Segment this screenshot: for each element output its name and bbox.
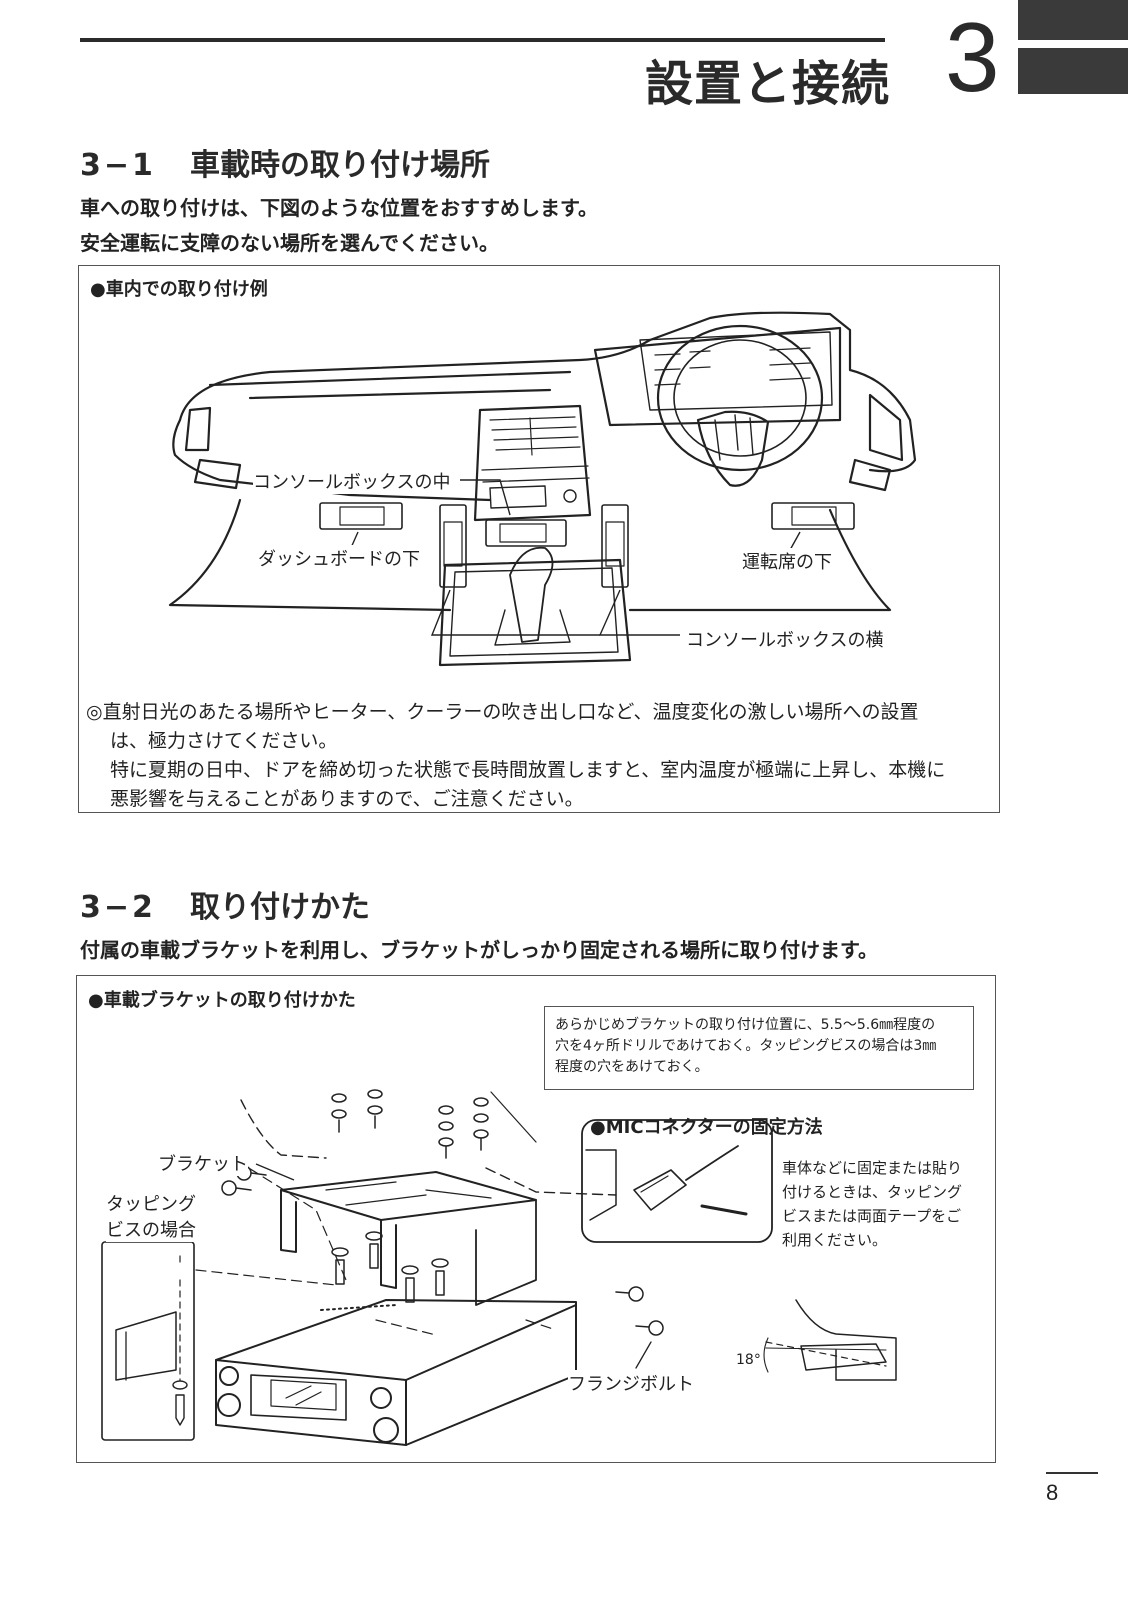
- section-1-number: 3−1: [80, 148, 156, 183]
- angle-label: 18°: [736, 1352, 761, 1368]
- section-1-title: 車載時の取り付け場所: [190, 148, 490, 183]
- callout-under-dashboard: ダッシュボードの下: [258, 545, 420, 571]
- caution-note-line2: は、極力さけてください。: [110, 730, 338, 752]
- caution-note-line4: 悪影響を与えることがありますので、ご注意ください。: [110, 788, 584, 810]
- drill-note-line1: あらかじめブラケットの取り付け位置に、5.5〜5.6㎜程度の: [555, 1017, 936, 1033]
- mic-note-line3: ビスまたは両面テープをご: [782, 1207, 962, 1225]
- callout-console-inside: コンソールボックスの中: [253, 468, 451, 494]
- chapter-tab-top: [1018, 0, 1128, 40]
- page-number: 8: [1046, 1480, 1059, 1505]
- section-2-intro: 付属の車載ブラケットを利用し、ブラケットがしっかり固定される場所に取り付けます。: [80, 938, 878, 962]
- section-1-intro-line1: 車への取り付けは、下図のような位置をおすすめします。: [80, 196, 598, 220]
- drill-note-line2: 穴を4ヶ所ドリルであけておく。タッピングビスの場合は3㎜: [555, 1038, 937, 1054]
- callout-tapping-line2: ビスの場合: [106, 1220, 196, 1241]
- section-1-heading: 3−1 車載時の取り付け場所: [80, 140, 490, 184]
- section-1-intro-line2: 安全運転に支障のない場所を選んでください。: [80, 231, 499, 255]
- car-interior-figure-box: [78, 265, 1000, 813]
- callout-flange-bolt: フランジボルト: [568, 1370, 694, 1396]
- chapter-number: 3: [945, 2, 1000, 112]
- drill-note-box: あらかじめブラケットの取り付け位置に、5.5〜5.6㎜程度の 穴を4ヶ所ドリルで…: [544, 1006, 974, 1090]
- chapter-title: 設置と接続: [644, 56, 890, 112]
- bracket-figure-label: ●車載ブラケットの取り付けかた: [88, 990, 356, 1011]
- callout-tapping-line1: タッピング: [106, 1194, 196, 1215]
- page-number-rule: [1046, 1472, 1098, 1474]
- callout-bracket: ブラケット: [158, 1150, 248, 1176]
- bracket-mounting-illustration: [101, 1089, 897, 1446]
- mic-note-line2: 付けるときは、タッピング: [782, 1183, 963, 1201]
- caution-note-line3: 特に夏期の日中、ドアを締め切った状態で長時間放置しますと、室内温度が極端に上昇し…: [110, 759, 946, 781]
- mic-connector-note: 車体などに固定または貼り 付けるときは、タッピング ビスまたは両面テープをご 利…: [782, 1156, 962, 1252]
- caution-note-line1: ◎直射日光のあたる場所やヒーター、クーラーの吹き出し口など、温度変化の激しい場所…: [86, 701, 919, 723]
- mic-note-line4: 利用ください。: [782, 1231, 888, 1249]
- section-2-title: 取り付けかた: [190, 890, 370, 925]
- header-rule: [80, 38, 885, 42]
- callout-console-side: コンソールボックスの横: [686, 626, 884, 652]
- bracket-figure-box: [76, 975, 996, 1463]
- section-2-number: 3−2: [80, 890, 156, 925]
- chapter-tab-bottom: [1018, 48, 1128, 94]
- callout-tapping-screw: タッピング ビスの場合: [106, 1190, 196, 1242]
- car-interior-illustration: [168, 311, 917, 667]
- mic-note-line1: 車体などに固定または貼り: [782, 1159, 963, 1177]
- drill-note-line3: 程度の穴をあけておく。: [555, 1059, 709, 1075]
- car-interior-figure-label: ●車内での取り付け例: [90, 279, 268, 300]
- section-2-heading: 3−2 取り付けかた: [80, 882, 370, 926]
- callout-under-driver-seat: 運転席の下: [742, 548, 832, 574]
